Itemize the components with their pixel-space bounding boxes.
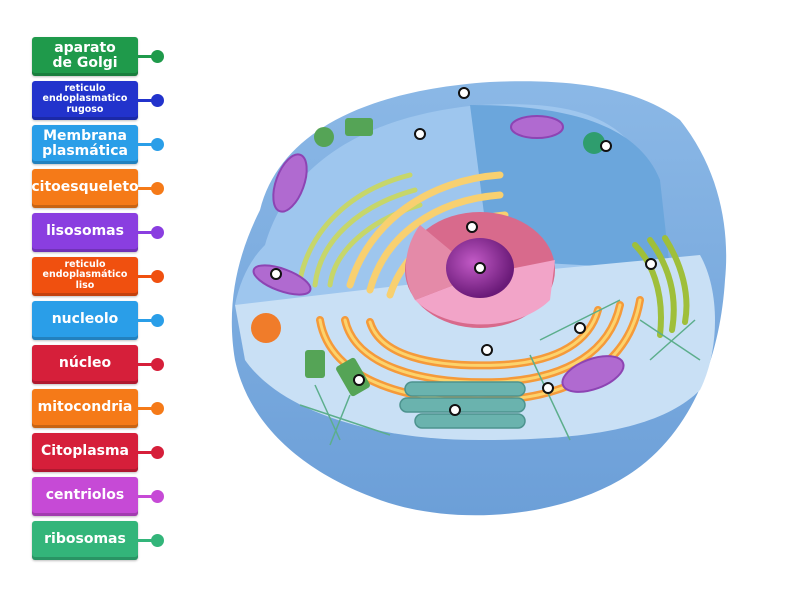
- drag-handle-icon[interactable]: [151, 138, 164, 151]
- draggable-label[interactable]: lisosomas: [32, 213, 138, 252]
- draggable-label[interactable]: ribosomas: [32, 521, 138, 560]
- label-item[interactable]: citoesqueleto: [31, 169, 172, 209]
- connector-line: [138, 363, 154, 366]
- drag-handle-icon[interactable]: [151, 182, 164, 195]
- drag-handle-icon[interactable]: [151, 446, 164, 459]
- connector-line: [138, 231, 154, 234]
- draggable-label[interactable]: citoesqueleto: [31, 169, 139, 208]
- label-item[interactable]: Citoplasma: [32, 433, 172, 473]
- label-item[interactable]: centriolos: [32, 477, 172, 517]
- draggable-label[interactable]: núcleo: [32, 345, 138, 384]
- drop-target-point[interactable]: [600, 140, 612, 152]
- drop-target-point[interactable]: [458, 87, 470, 99]
- animal-cell-diagram: [220, 60, 740, 530]
- drag-handle-icon[interactable]: [151, 270, 164, 283]
- drop-target-point[interactable]: [474, 262, 486, 274]
- drag-handle-icon[interactable]: [151, 402, 164, 415]
- connector-line: [138, 407, 154, 410]
- drag-handle-icon[interactable]: [151, 534, 164, 547]
- draggable-label[interactable]: Citoplasma: [32, 433, 138, 472]
- drop-target-point[interactable]: [449, 404, 461, 416]
- draggable-label[interactable]: nucleolo: [32, 301, 138, 340]
- drag-handle-icon[interactable]: [151, 94, 164, 107]
- drag-handle-icon[interactable]: [151, 226, 164, 239]
- drop-target-point[interactable]: [466, 221, 478, 233]
- drag-handle-icon[interactable]: [151, 358, 164, 371]
- connector-line: [138, 275, 154, 278]
- label-item[interactable]: mitocondria: [32, 389, 172, 429]
- connector-line: [138, 143, 154, 146]
- drag-handle-icon[interactable]: [151, 490, 164, 503]
- drop-target-point[interactable]: [542, 382, 554, 394]
- drop-target-point[interactable]: [414, 128, 426, 140]
- drop-target-point[interactable]: [481, 344, 493, 356]
- drag-handle-icon[interactable]: [151, 50, 164, 63]
- draggable-label[interactable]: centriolos: [32, 477, 138, 516]
- connector-line: [138, 495, 154, 498]
- drop-target-point[interactable]: [353, 374, 365, 386]
- label-item[interactable]: nucleolo: [32, 301, 172, 341]
- connector-line: [138, 187, 154, 190]
- label-item[interactable]: lisosomas: [32, 213, 172, 253]
- drop-target-point[interactable]: [574, 322, 586, 334]
- connector-line: [138, 451, 154, 454]
- connector-line: [138, 99, 154, 102]
- connector-line: [138, 539, 154, 542]
- drag-handle-icon[interactable]: [151, 314, 164, 327]
- label-item[interactable]: ribosomas: [32, 521, 172, 561]
- cell-illustration: [231, 81, 727, 516]
- connector-line: [138, 55, 154, 58]
- drop-target-point[interactable]: [645, 258, 657, 270]
- connector-line: [138, 319, 154, 322]
- label-item[interactable]: núcleo: [32, 345, 172, 385]
- draggable-label[interactable]: mitocondria: [32, 389, 138, 428]
- drop-target-point[interactable]: [270, 268, 282, 280]
